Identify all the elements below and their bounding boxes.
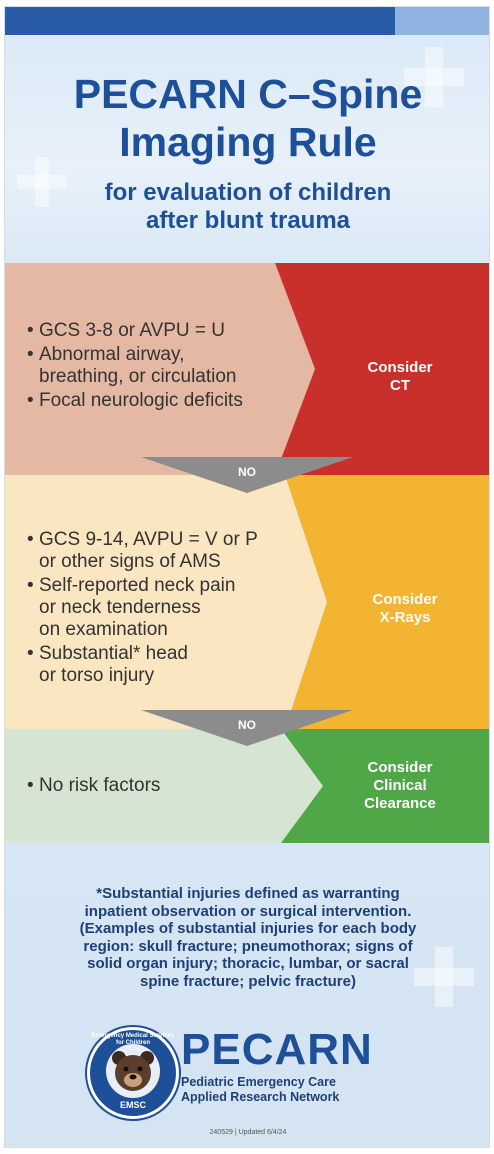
step-ct: GCS 3-8 or AVPU = U Abnormal airway, bre… (5, 263, 489, 475)
no-connector-1: NO (141, 457, 353, 493)
criteria-item: No risk factors (27, 775, 160, 797)
page-title-line2: Imaging Rule (119, 119, 377, 165)
action-consider-ct: Consider CT (367, 359, 433, 394)
action-arrow-panel (281, 729, 489, 843)
page-title-line1: PECARN C–Spine (73, 71, 423, 117)
step-xrays: GCS 9-14, AVPU = V or P or other signs o… (5, 475, 489, 729)
top-accent-bar (5, 7, 395, 35)
logo-badge: EMSC (119, 1100, 146, 1110)
no-connector-2: NO (141, 710, 353, 746)
criteria-list: GCS 9-14, AVPU = V or P or other signs o… (27, 529, 258, 687)
criteria-item: GCS 9-14, AVPU = V or P or other signs o… (27, 529, 258, 573)
infographic-card: PECARN C–Spine Imaging Rule for evaluati… (4, 6, 490, 1148)
action-consider-xrays: Consider X-Rays (372, 591, 438, 626)
action-arrow-panel (285, 475, 489, 729)
action-consider-clearance: Consider Clinical Clearance (364, 759, 436, 812)
update-date: 240529 | Updated 6/4/24 (209, 1129, 287, 1136)
top-accent-bar-light (395, 7, 489, 35)
criteria-item: GCS 3-8 or AVPU = U (27, 320, 243, 342)
bear-icon (106, 1044, 160, 1098)
connector-label: NO (238, 465, 256, 479)
criteria-item: Self-reported neck pain or neck tenderne… (27, 575, 258, 641)
footnote: *Substantial injuries defined as warrant… (79, 885, 417, 990)
action-arrow-panel (275, 263, 489, 475)
criteria-item: Focal neurologic deficits (27, 390, 243, 412)
step-clearance: No risk factors Consider Clinical Cleara… (5, 729, 489, 843)
criteria-list: GCS 3-8 or AVPU = U Abnormal airway, bre… (27, 320, 243, 412)
connector-label: NO (238, 718, 256, 732)
decorative-cross-icon (404, 68, 464, 86)
brand-name: PECARN (181, 1025, 373, 1074)
brand-subtitle-line1: Pediatric Emergency Care (181, 1075, 336, 1089)
decorative-cross-icon (17, 175, 67, 189)
decorative-cross-icon (414, 968, 474, 986)
emsc-logo: Emergency Medical Services for Children … (87, 1027, 179, 1119)
page-subtitle-line1: for evaluation of children (104, 179, 392, 206)
decorative-cross-icon (35, 157, 49, 207)
down-arrow-icon (141, 457, 353, 493)
page-subtitle-line2: after blunt trauma (145, 207, 351, 234)
criteria-item: Substantial* head or torso injury (27, 643, 258, 687)
logo-ring-text: Emergency Medical Services for Children (91, 1033, 175, 1046)
decorative-cross-icon (435, 947, 453, 1007)
criteria-item: Abnormal airway, breathing, or circulati… (27, 344, 243, 388)
criteria-list: No risk factors (27, 775, 160, 797)
bear-face-icon (112, 1051, 154, 1091)
down-arrow-icon (141, 710, 353, 746)
brand-subtitle-line2: Applied Research Network (181, 1090, 340, 1104)
decorative-cross-icon (425, 47, 443, 107)
